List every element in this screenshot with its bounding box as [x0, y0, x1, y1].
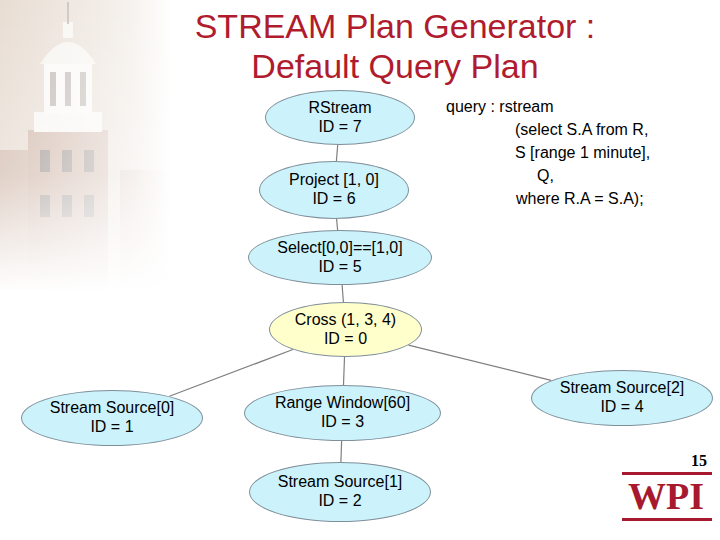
plan-operator-ellipse: Select[0,0]==[1,0] ID = 5: [248, 230, 432, 285]
plan-operator-ellipse: Project [1, 0] ID = 6: [259, 161, 409, 219]
operator-label: Stream Source[2] ID = 4: [558, 379, 686, 417]
operator-label: RStream ID = 7: [307, 99, 374, 137]
query-text: Q,: [537, 167, 554, 185]
operator-text-group: Select[0,0]==[1,0] ID = 5: [276, 239, 405, 277]
connector-line: [337, 219, 338, 230]
page-number: 15: [691, 452, 707, 470]
plan-operator-ellipse: RStream ID = 7: [265, 90, 415, 145]
operator-text-group: Stream Source[0] ID = 1: [48, 399, 176, 437]
operator-label: Cross (1, 3, 4) ID = 0: [293, 311, 398, 349]
plan-operator-ellipse: Cross (1, 3, 4) ID = 0: [269, 302, 422, 357]
query-text: query : rstream: [446, 98, 554, 116]
logo-text: WPI: [628, 476, 704, 518]
plan-operator-ellipse: Stream Source[0] ID = 1: [21, 390, 203, 446]
query-text: where R.A = S.A);: [516, 190, 644, 208]
plan-operator-ellipse: Stream Source[1] ID = 2: [249, 462, 431, 522]
connector-line: [342, 285, 343, 302]
operator-text-group: RStream ID = 7: [307, 99, 374, 137]
operator-label: Stream Source[1] ID = 2: [276, 473, 404, 511]
operator-text-group: Stream Source[1] ID = 2: [276, 473, 404, 511]
operator-text-group: Cross (1, 3, 4) ID = 0: [293, 311, 398, 349]
operator-text-group: Stream Source[2] ID = 4: [558, 379, 686, 417]
operator-label: Range Window[60] ID = 3: [273, 394, 412, 432]
connector-line: [336, 145, 337, 161]
slide-title: STREAM Plan Generator : Default Query Pl…: [193, 6, 597, 86]
connector-line: [409, 345, 552, 380]
operator-text-group: Range Window[60] ID = 3: [273, 394, 412, 432]
connector-line: [344, 357, 345, 385]
operator-label: Project [1, 0] ID = 6: [288, 171, 381, 209]
connector-line: [340, 441, 342, 462]
query-text: S [range 1 minute],: [515, 144, 650, 162]
plan-operator-ellipse: Range Window[60] ID = 3: [244, 385, 441, 441]
operator-label: Select[0,0]==[1,0] ID = 5: [276, 239, 405, 277]
logo-bars: [622, 472, 712, 521]
operator-label: Stream Source[0] ID = 1: [48, 399, 176, 437]
connector-line: [169, 350, 293, 397]
operator-text-group: Project [1, 0] ID = 6: [288, 171, 381, 209]
query-text: (select S.A from R,: [515, 121, 648, 139]
plan-operator-ellipse: Stream Source[2] ID = 4: [531, 370, 713, 426]
